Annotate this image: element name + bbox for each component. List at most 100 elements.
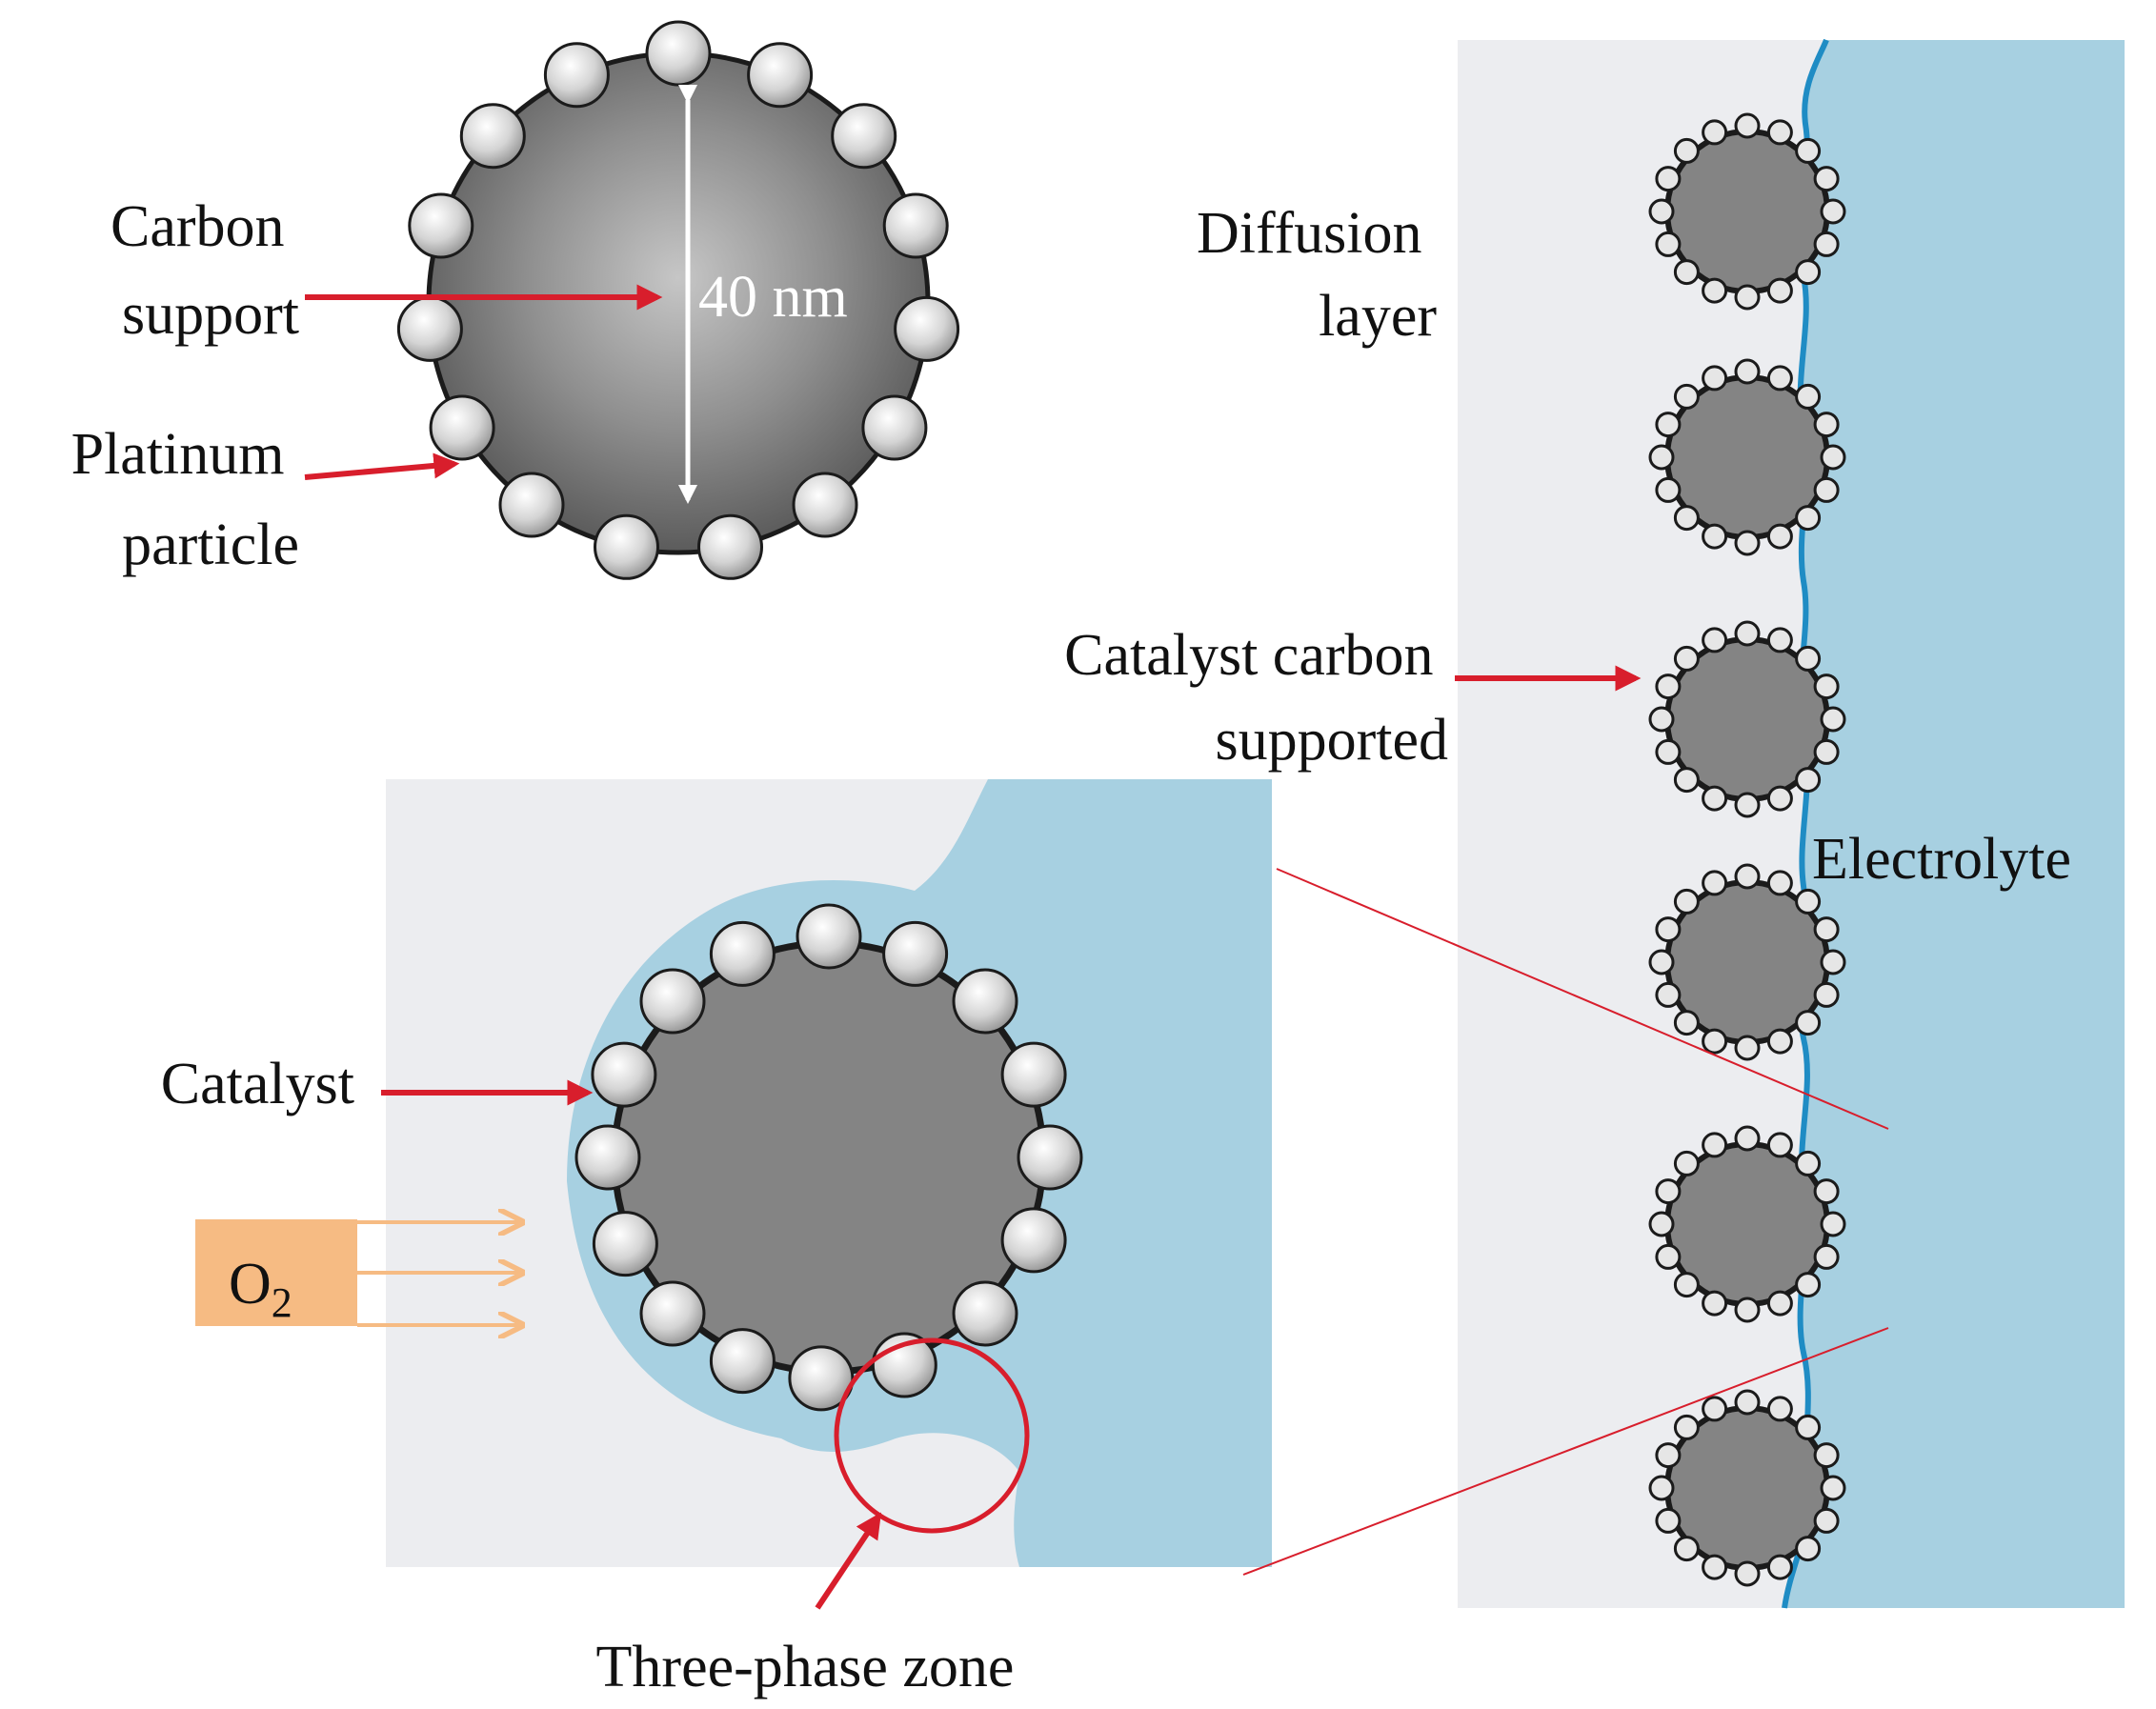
platinum-particle xyxy=(747,42,814,109)
platinum-particle xyxy=(1648,1211,1675,1237)
catalyst-particle-unit xyxy=(1648,863,1846,1061)
platinum-particle xyxy=(952,1280,1018,1347)
platinum-particle xyxy=(574,1124,641,1191)
platinum-particle xyxy=(1673,1272,1700,1298)
platinum-particle xyxy=(1813,738,1840,765)
zoom-platinum-particles xyxy=(574,903,1083,1412)
platinum-particle xyxy=(639,1280,706,1347)
platinum-particle xyxy=(1673,1010,1700,1036)
platinum-particle xyxy=(591,1041,657,1108)
platinum-particle xyxy=(1648,198,1675,225)
platinum-particle xyxy=(1000,1207,1067,1274)
platinum-particle xyxy=(1655,412,1682,438)
platinum-particle xyxy=(639,968,706,1035)
platinum-particle xyxy=(1734,620,1761,647)
platinum-particle xyxy=(1655,231,1682,257)
electrolyte-label: Electrolyte xyxy=(1812,827,2071,892)
platinum-particle xyxy=(1655,166,1682,192)
platinum-particle xyxy=(831,103,897,170)
platinum-particle xyxy=(952,968,1018,1035)
catalyst-particle-unit xyxy=(1648,358,1846,556)
platinum-particle xyxy=(1655,1507,1682,1534)
platinum-particle xyxy=(1702,523,1728,550)
platinum-particle xyxy=(645,20,712,87)
platinum-particle xyxy=(1673,767,1700,794)
platinum-particle xyxy=(1766,1396,1793,1422)
platinum-particle xyxy=(1813,1442,1840,1469)
platinum-particle xyxy=(1702,1290,1728,1317)
platinum-particle xyxy=(1766,523,1793,550)
platinum-particle xyxy=(1734,1560,1761,1587)
platinum-particle xyxy=(1766,119,1793,146)
platinum-particle xyxy=(1820,706,1846,733)
platinum-particle xyxy=(1766,365,1793,392)
platinum-particle xyxy=(1795,645,1822,672)
platinum-particle xyxy=(1795,505,1822,532)
platinum-particle xyxy=(1795,1272,1822,1298)
platinum-particle xyxy=(1673,645,1700,672)
platinum-particle xyxy=(1702,785,1728,812)
catalyst-particle-unit xyxy=(1648,1389,1846,1587)
platinum-particle xyxy=(1673,1536,1700,1562)
right-panel xyxy=(1458,38,2125,1609)
platinum-particle xyxy=(1655,1243,1682,1270)
platinum-particle xyxy=(1734,1297,1761,1323)
platinum-particle xyxy=(788,1345,855,1412)
platinum-particle xyxy=(1734,284,1761,311)
platinum-particle xyxy=(1813,981,1840,1008)
platinum-particle xyxy=(1795,1536,1822,1562)
three-phase-zone-arrow xyxy=(815,1512,881,1610)
platinum-particle xyxy=(1795,1150,1822,1176)
platinum-particle xyxy=(1813,231,1840,257)
platinum-particle xyxy=(1655,981,1682,1008)
size-label: 40 nm xyxy=(698,265,848,330)
platinum-particle xyxy=(709,920,776,987)
platinum-particle xyxy=(1766,1028,1793,1055)
platinum-particle xyxy=(1702,1396,1728,1422)
platinum-particle xyxy=(1648,1475,1675,1501)
platinum-particle xyxy=(1795,383,1822,410)
platinum-particle xyxy=(594,513,659,580)
catalyst-particle-unit xyxy=(1648,112,1846,311)
platinum-particle xyxy=(1648,949,1675,975)
platinum-particle xyxy=(429,394,495,461)
platinum-particle xyxy=(1702,1132,1728,1158)
platinum-particle xyxy=(1673,505,1700,532)
platinum-particle xyxy=(792,472,858,538)
platinum-particle xyxy=(1820,949,1846,975)
platinum-particle xyxy=(1766,627,1793,653)
platinum-particle xyxy=(1655,738,1682,765)
platinum-particle-arrow xyxy=(304,452,460,480)
platinum-particle xyxy=(1702,365,1728,392)
platinum-particle xyxy=(1673,137,1700,164)
platinum-particle xyxy=(1813,1507,1840,1534)
platinum-particle xyxy=(1766,277,1793,304)
platinum-particle xyxy=(1673,888,1700,915)
platinum-particle xyxy=(1766,1554,1793,1580)
platinum-particle xyxy=(1702,119,1728,146)
platinum-particle xyxy=(894,295,960,362)
platinum-particle xyxy=(1813,674,1840,700)
catalyst-label: Catalyst xyxy=(161,1052,354,1116)
platinum-particle xyxy=(543,42,610,109)
platinum-particle xyxy=(1734,1389,1761,1416)
zoom-panel: O2 xyxy=(195,779,1272,1567)
platinum-particle xyxy=(1795,1414,1822,1440)
platinum-particle xyxy=(882,192,949,259)
platinum-particle xyxy=(1655,1178,1682,1205)
electrolyte-region xyxy=(1784,40,2125,1608)
platinum-particle xyxy=(1820,1475,1846,1501)
platinum-particle xyxy=(1702,1554,1728,1580)
platinum-particle xyxy=(1795,1010,1822,1036)
zoom-connector-bottom xyxy=(1242,1327,1889,1576)
platinum-particle xyxy=(1648,444,1675,471)
platinum-particle xyxy=(1000,1041,1067,1108)
platinum-particle xyxy=(396,295,463,362)
platinum-particle xyxy=(1655,1442,1682,1469)
catalyst-carbon-supported-label: Catalyst carbon supported xyxy=(1064,623,1448,773)
three-phase-zone-label: Three-phase zone xyxy=(596,1635,1015,1699)
platinum-particle xyxy=(1813,412,1840,438)
platinum-particle xyxy=(1813,1243,1840,1270)
platinum-particle xyxy=(1017,1124,1083,1191)
